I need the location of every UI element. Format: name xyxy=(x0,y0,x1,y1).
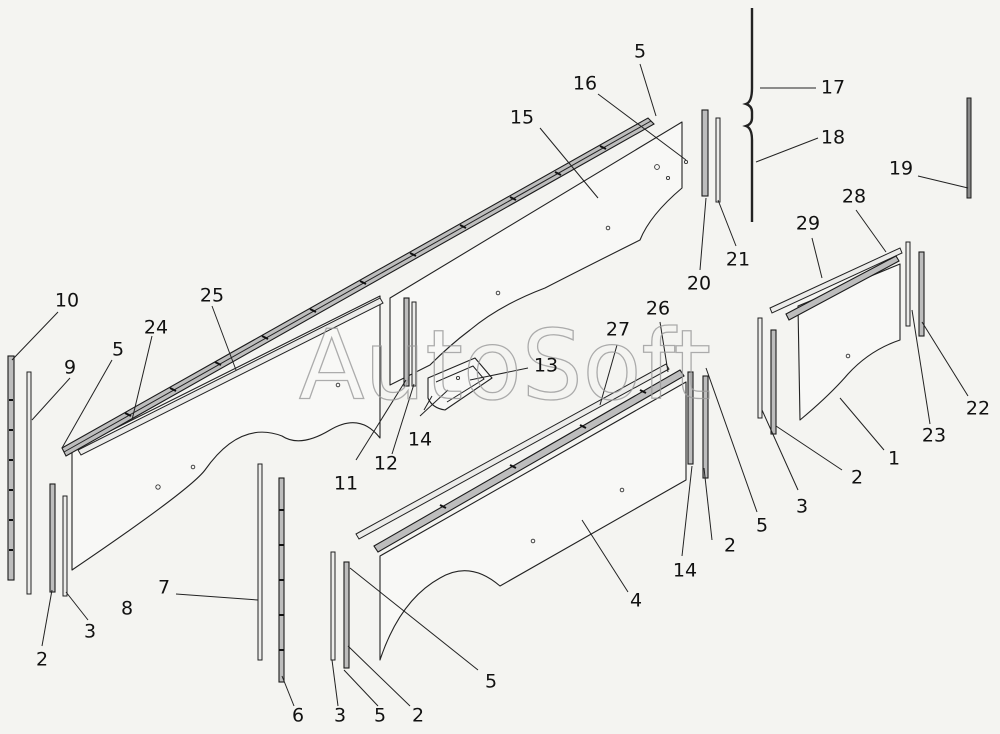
panel-hole xyxy=(654,164,660,170)
callout-18: 18 xyxy=(821,127,845,149)
seal-strip-3-bottom xyxy=(330,551,336,661)
callout-29: 29 xyxy=(796,213,820,235)
callout-19: 19 xyxy=(889,158,913,180)
callout-26: 26 xyxy=(646,298,670,320)
callout-12: 12 xyxy=(374,453,398,475)
seal-strip-3-rear xyxy=(757,317,763,419)
side-board-panel-right xyxy=(379,381,687,661)
callout-11: 11 xyxy=(334,473,358,495)
hinge-rail-edge xyxy=(63,120,652,453)
panel-hole xyxy=(335,382,341,388)
callout-labels: 10 9 5 24 25 2 3 8 7 6 3 5 2 5 4 14 2 5 … xyxy=(36,41,990,727)
callout-2: 2 xyxy=(851,467,863,489)
side-board-panel xyxy=(71,295,381,571)
panel-hole xyxy=(190,464,196,470)
front-board-panel xyxy=(389,121,683,386)
callout-25: 25 xyxy=(200,285,224,307)
panel-hole xyxy=(530,538,536,544)
callout-5: 5 xyxy=(756,515,768,537)
seal-strip-19 xyxy=(966,97,972,199)
corner-post xyxy=(403,297,410,387)
callout-8: 8 xyxy=(121,598,133,620)
hinge-rail-clips xyxy=(124,145,607,417)
callout-10: 10 xyxy=(55,290,79,312)
callout-2: 2 xyxy=(36,649,48,671)
corner-post-10 xyxy=(7,355,15,581)
callout-21: 21 xyxy=(726,249,750,271)
callout-4: 4 xyxy=(630,590,642,612)
corner-post-2-rear xyxy=(770,329,777,435)
top-rail xyxy=(77,297,384,456)
seal-strip-21 xyxy=(715,117,721,203)
rear-board-panel xyxy=(797,263,901,421)
bracket-hole xyxy=(455,375,461,381)
panel-hole xyxy=(665,175,671,181)
post-10-holes xyxy=(9,399,13,551)
panel-hole xyxy=(845,353,851,359)
corner-post-2-left xyxy=(49,483,56,593)
callout-17: 17 xyxy=(821,77,845,99)
callout-5: 5 xyxy=(485,671,497,693)
callout-28: 28 xyxy=(842,186,866,208)
callout-24: 24 xyxy=(144,317,168,339)
hinge-rail-right-clips xyxy=(439,389,647,509)
callout-3: 3 xyxy=(796,496,808,518)
seal-strip-3-left xyxy=(62,495,68,597)
callout-5: 5 xyxy=(112,339,124,361)
callout-5: 5 xyxy=(374,705,386,727)
seal-strip-7 xyxy=(257,463,263,661)
panel-hole xyxy=(683,159,689,165)
callout-2: 2 xyxy=(412,705,424,727)
callout-6: 6 xyxy=(292,705,304,727)
callout-27: 27 xyxy=(606,319,630,341)
callout-14: 14 xyxy=(673,560,697,582)
callout-16: 16 xyxy=(573,73,597,95)
callout-3: 3 xyxy=(84,621,96,643)
callout-2: 2 xyxy=(724,535,736,557)
leader-lines xyxy=(11,63,969,707)
callout-13: 13 xyxy=(534,355,558,377)
rear-hinge-rail xyxy=(785,255,900,321)
callout-3: 3 xyxy=(334,705,346,727)
callout-22: 22 xyxy=(966,398,990,420)
top-rail-right xyxy=(355,363,670,540)
seal-strip-23 xyxy=(905,241,911,327)
post-6-holes xyxy=(279,509,284,651)
panel-hole xyxy=(495,290,501,296)
panel-hole xyxy=(155,484,161,490)
corner-post-20 xyxy=(701,109,709,197)
rear-top-rail xyxy=(769,247,903,314)
callout-1: 1 xyxy=(888,448,900,470)
corner-post-inner xyxy=(411,301,417,387)
callout-14: 14 xyxy=(408,429,432,451)
seal-strip-17-18 xyxy=(742,8,754,222)
mounting-bracket-inner xyxy=(435,365,485,403)
panel-hole xyxy=(619,487,625,493)
callout-7: 7 xyxy=(158,577,170,599)
callout-5: 5 xyxy=(634,41,646,63)
corner-post-22 xyxy=(918,251,925,337)
callout-23: 23 xyxy=(922,425,946,447)
seal-strip-9 xyxy=(26,371,32,595)
callout-15: 15 xyxy=(510,107,534,129)
corner-post-2-bottom xyxy=(343,561,350,669)
callout-20: 20 xyxy=(687,273,711,295)
hinge-rail-right xyxy=(373,369,685,553)
callout-9: 9 xyxy=(64,357,76,379)
corner-post-14-right xyxy=(687,371,694,465)
watermark-text: AutoSoft xyxy=(299,309,711,421)
panel-hole xyxy=(605,225,611,231)
mounting-bracket xyxy=(427,357,493,411)
